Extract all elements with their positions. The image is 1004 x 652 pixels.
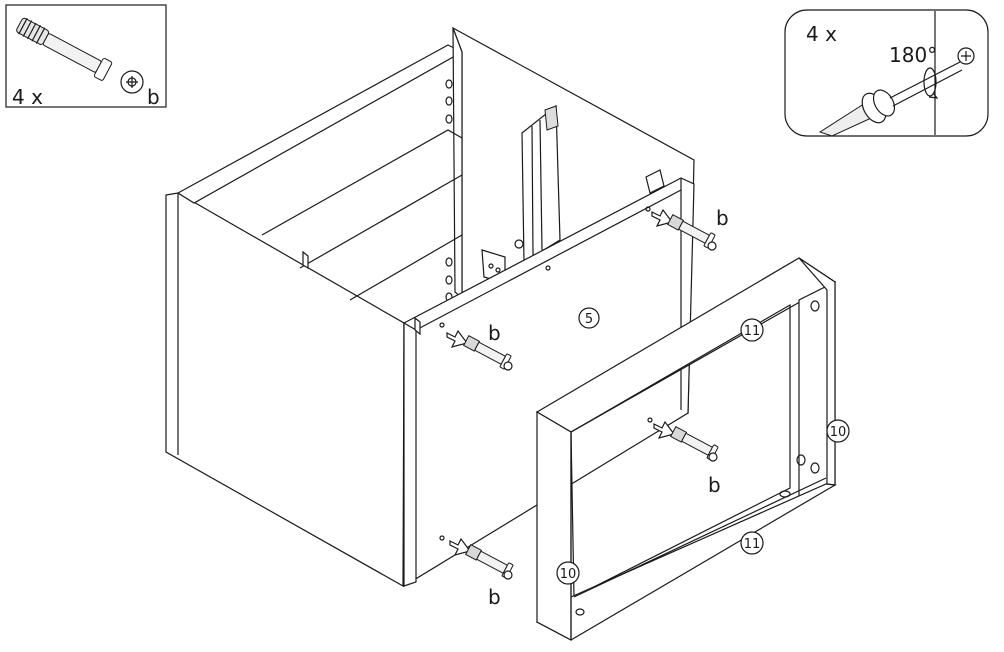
part-label-10-right: 10	[826, 419, 850, 443]
left-side-panel	[165, 192, 405, 588]
cabinet-carcass	[165, 26, 695, 588]
part-number: 10	[830, 425, 847, 440]
frame-left-stile	[536, 410, 572, 641]
bolt-label: b	[708, 473, 721, 497]
cam-bolt-icon	[16, 17, 144, 94]
part-number: 5	[585, 312, 593, 327]
callout-frame-rounded	[784, 9, 989, 137]
part-label-11-bottom: 11	[740, 531, 764, 555]
callout-cam-bolt: 4 x b	[5, 4, 167, 109]
face-frame	[535, 257, 837, 641]
bolt-label: b	[488, 585, 501, 609]
bolt-label: b	[488, 321, 501, 345]
part-number: 11	[744, 324, 761, 339]
insert-arrow-icon	[449, 537, 472, 556]
frame-bottom-rail	[535, 483, 837, 641]
callout-frame	[5, 4, 167, 108]
part-label-10-left: 10	[556, 561, 580, 585]
insert-arrow-icon	[651, 208, 674, 227]
callout-count: 4 x	[806, 22, 837, 46]
insert-arrow-icon	[446, 329, 469, 348]
rotation-arrow-icon	[923, 67, 939, 99]
callout-count: 4 x	[12, 85, 43, 109]
callout-rotate: 4 x 180°	[784, 9, 989, 137]
rotation-angle: 180°	[889, 43, 937, 67]
part-label-5: 5	[578, 307, 600, 329]
cam-bolt-lower-right: b	[653, 420, 721, 497]
insert-arrow-icon	[653, 420, 676, 439]
drawer-runner	[514, 104, 561, 264]
cam-bolt-middle: b	[446, 321, 513, 371]
cam-bolt-top-right: b	[651, 206, 729, 251]
top-rear-rail	[176, 44, 464, 204]
bolt-label: b	[716, 206, 729, 230]
part-label-11-top: 11	[740, 318, 764, 342]
cam-bolt-bottom: b	[449, 537, 514, 609]
cam-bolt-rotated-icon	[818, 47, 975, 137]
callout-part-letter: b	[147, 85, 160, 109]
part-number: 10	[560, 567, 577, 582]
part-number: 11	[744, 537, 761, 552]
